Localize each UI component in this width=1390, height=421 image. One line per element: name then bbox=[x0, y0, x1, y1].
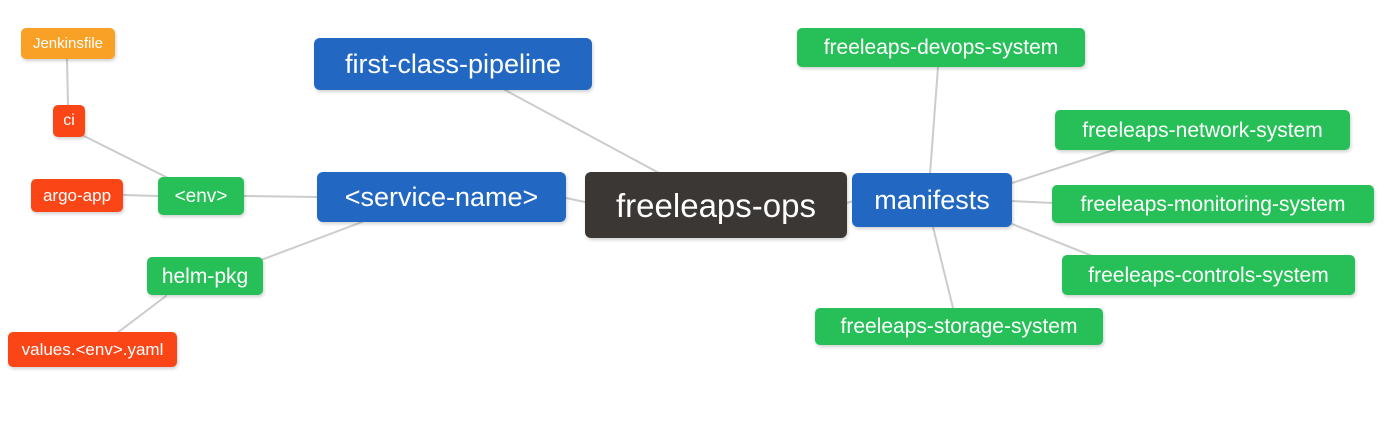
node-freeleaps-controls-system[interactable]: freeleaps-controls-system bbox=[1062, 255, 1355, 295]
node-freeleaps-monitoring-system-label: freeleaps-monitoring-system bbox=[1080, 192, 1346, 216]
node-freeleaps-ops-root[interactable]: freeleaps-ops bbox=[585, 172, 847, 238]
edge-helm-pkg-service-name bbox=[260, 221, 363, 261]
edge-argo-app-env bbox=[122, 194, 159, 197]
node-freeleaps-network-system[interactable]: freeleaps-network-system bbox=[1055, 110, 1350, 150]
edge-jenkinsfile-ci bbox=[66, 58, 69, 106]
node-ci-label: ci bbox=[63, 112, 75, 129]
node-helm-pkg[interactable]: helm-pkg bbox=[147, 257, 263, 295]
node-jenkinsfile[interactable]: Jenkinsfile bbox=[21, 28, 115, 59]
node-freeleaps-network-system-label: freeleaps-network-system bbox=[1082, 118, 1323, 142]
edge-manifests-controls bbox=[1006, 221, 1106, 262]
node-manifests-label: manifests bbox=[874, 184, 990, 215]
node-service-name[interactable]: <service-name> bbox=[317, 172, 566, 222]
node-env[interactable]: <env> bbox=[158, 177, 244, 215]
edge-service-name-root bbox=[565, 197, 586, 203]
edge-values-helm-pkg bbox=[116, 295, 167, 334]
node-argo-app-label: argo-app bbox=[42, 186, 112, 205]
edge-manifests-network bbox=[1008, 147, 1121, 185]
node-freeleaps-monitoring-system[interactable]: freeleaps-monitoring-system bbox=[1052, 185, 1374, 223]
edge-pipeline-root bbox=[504, 89, 660, 174]
node-values-env-yaml-label: values.<env>.yaml bbox=[21, 340, 164, 359]
node-ci[interactable]: ci bbox=[53, 105, 85, 137]
node-values-env-yaml[interactable]: values.<env>.yaml bbox=[8, 332, 177, 367]
edge-manifests-storage bbox=[932, 226, 954, 309]
node-env-label: <env> bbox=[174, 185, 228, 207]
node-freeleaps-devops-system-label: freeleaps-devops-system bbox=[823, 36, 1059, 59]
node-helm-pkg-label: helm-pkg bbox=[161, 264, 249, 288]
node-argo-app[interactable]: argo-app bbox=[31, 179, 123, 212]
edge-manifests-monitoring bbox=[1011, 200, 1054, 204]
node-service-name-label: <service-name> bbox=[344, 181, 539, 212]
node-first-class-pipeline-label: first-class-pipeline bbox=[344, 48, 562, 79]
node-freeleaps-devops-system[interactable]: freeleaps-devops-system bbox=[797, 28, 1085, 67]
edge-ci-env bbox=[79, 133, 169, 179]
edge-env-service-name bbox=[243, 195, 318, 198]
node-first-class-pipeline[interactable]: first-class-pipeline bbox=[314, 38, 592, 90]
node-manifests[interactable]: manifests bbox=[852, 173, 1012, 227]
node-freeleaps-storage-system-label: freeleaps-storage-system bbox=[840, 315, 1078, 338]
node-jenkinsfile-label: Jenkinsfile bbox=[32, 35, 104, 52]
node-freeleaps-storage-system[interactable]: freeleaps-storage-system bbox=[815, 308, 1103, 345]
edge-manifests-devops bbox=[929, 66, 939, 175]
node-freeleaps-ops-root-label: freeleaps-ops bbox=[616, 186, 816, 224]
node-freeleaps-controls-system-label: freeleaps-controls-system bbox=[1088, 263, 1329, 287]
